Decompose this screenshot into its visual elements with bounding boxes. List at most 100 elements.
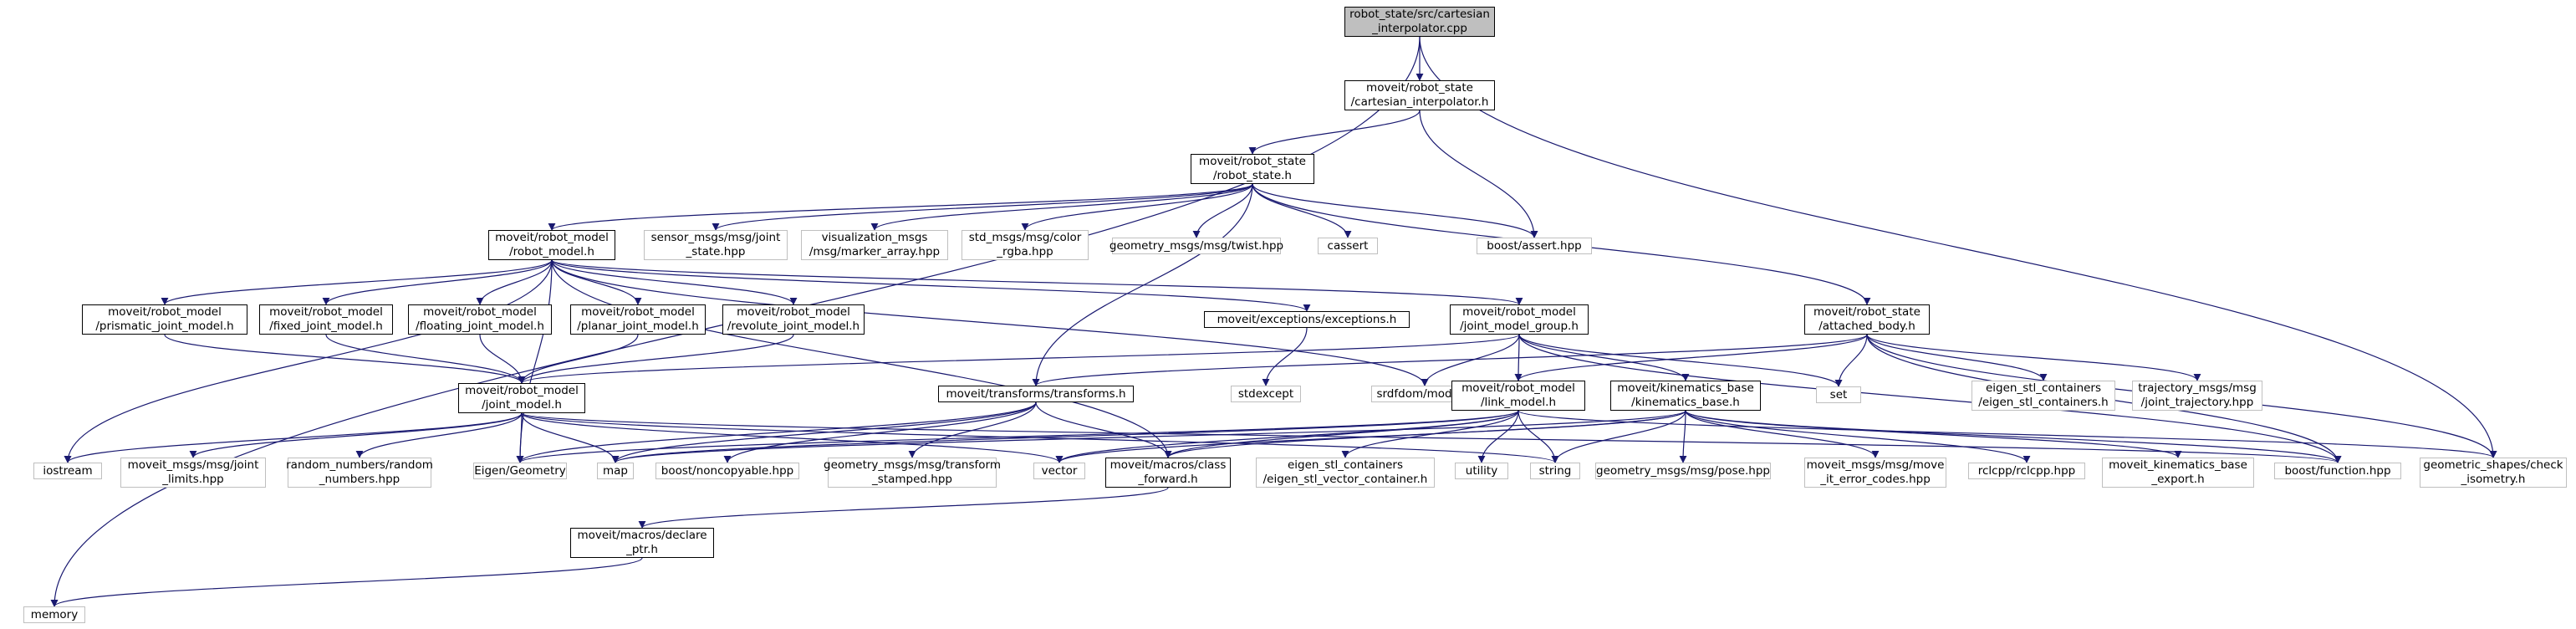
node-stdexcept[interactable]: stdexcept	[1231, 386, 1301, 402]
node-attached-body-h[interactable]: moveit/robot_state/attached_body.h	[1804, 304, 1930, 335]
edge-robot-model-h-to-class-forward-h	[551, 259, 1172, 458]
node-label-line: /joint_model.h	[482, 398, 562, 412]
node-label-line: eigen_stl_containers	[1287, 458, 1404, 472]
edge-robot-model-h-to-prismatic-joint-model	[161, 259, 553, 305]
node-geometry-msgs-twist[interactable]: geometry_msgs/msg/twist.hpp	[1109, 238, 1283, 254]
edge-cartesian-interpolator-h-to-boost-assert	[1419, 110, 1538, 238]
node-set[interactable]: set	[1816, 386, 1861, 403]
node-utility[interactable]: utility	[1455, 463, 1508, 479]
node-boost-assert[interactable]: boost/assert.hpp	[1477, 238, 1592, 254]
edge-robot-state-h-to-visualization-msgs-marker	[870, 183, 1253, 231]
node-floating-joint-model[interactable]: moveit/robot_model/floating_joint_model.…	[408, 304, 552, 335]
node-label-line: /floating_joint_model.h	[416, 320, 544, 333]
edge-robot-state-h-to-sensor-msgs-joint-state	[712, 183, 1253, 231]
node-moveit-msgs-move-it-error[interactable]: moveit_msgs/msg/move_it_error_codes.hpp	[1804, 458, 1946, 488]
node-label-line: /fixed_joint_model.h	[269, 320, 383, 333]
edge-fixed-joint-model-to-joint-model-h	[325, 334, 526, 384]
node-joint-model-h[interactable]: moveit/robot_model/joint_model.h	[458, 383, 585, 413]
node-moveit-msgs-joint-limits[interactable]: moveit_msgs/msg/joint_limits.hpp	[120, 458, 266, 488]
node-vector[interactable]: vector	[1033, 463, 1085, 479]
node-label-line: robot_state/src/cartesian	[1349, 8, 1490, 21]
edge-class-forward-h-to-declare-ptr-h	[638, 487, 1169, 529]
node-eigen-geometry[interactable]: Eigen/Geometry	[473, 463, 567, 479]
edge-kinematics-base-h-to-geometry-msgs-pose	[1679, 410, 1687, 463]
edge-attached-body-h-to-link-model-h	[1514, 334, 1868, 381]
node-class-forward-h[interactable]: moveit/macros/class_forward.h	[1105, 458, 1231, 488]
node-map[interactable]: map	[597, 463, 634, 479]
edge-link-model-h-to-class-forward-h	[1164, 410, 1519, 458]
edge-joint-model-group-h-to-kinematics-base-h	[1518, 334, 1690, 381]
edge-joint-model-h-to-iostream	[64, 412, 523, 463]
node-label-line: /msg/marker_array.hpp	[809, 245, 941, 258]
node-label-line: moveit/robot_model	[465, 384, 579, 397]
node-label-line: geometry_msgs/msg/transform	[824, 458, 1001, 472]
node-label-line: boost/assert.hpp	[1487, 238, 1582, 253]
edge-root-to-geometric-shapes-check-isometry	[1419, 36, 2497, 458]
node-prismatic-joint-model[interactable]: moveit/robot_model/prismatic_joint_model…	[82, 304, 247, 335]
node-fixed-joint-model[interactable]: moveit/robot_model/fixed_joint_model.h	[259, 304, 393, 335]
edge-transforms-h-to-boost-noncopyable	[723, 401, 1037, 463]
edge-link-model-h-to-utility	[1477, 410, 1519, 463]
edge-robot-model-h-to-floating-joint-model	[476, 259, 553, 305]
node-label-line: /kinematics_base.h	[1631, 396, 1740, 409]
node-geometry-msgs-transform-stamped[interactable]: geometry_msgs/msg/transform_stamped.hpp	[824, 458, 1001, 488]
edge-robot-state-h-to-robot-model-h	[548, 183, 1253, 231]
node-label-line: moveit/robot_model	[108, 305, 222, 319]
node-label-line: random_numbers/random	[286, 458, 433, 472]
node-joint-model-group-h[interactable]: moveit/robot_model/joint_model_group.h	[1450, 304, 1589, 335]
edge-joint-model-h-to-boost-function	[521, 412, 2341, 463]
node-memory[interactable]: memory	[23, 606, 85, 623]
node-label-line: /eigen_stl_vector_container.h	[1262, 473, 1428, 486]
node-geometric-shapes-check-isometry[interactable]: geometric_shapes/check_isometry.h	[2420, 458, 2567, 488]
node-eigen-stl-vector-container[interactable]: eigen_stl_containers/eigen_stl_vector_co…	[1256, 458, 1435, 488]
node-kinematics-base-export[interactable]: moveit_kinematics_base_export.h	[2102, 458, 2254, 488]
edge-kinematics-base-h-to-string	[1551, 410, 1686, 463]
node-robot-model-h[interactable]: moveit/robot_model/robot_model.h	[488, 230, 615, 260]
node-rclcpp[interactable]: rclcpp/rclcpp.hpp	[1968, 463, 2085, 479]
node-link-model-h[interactable]: moveit/robot_model/link_model.h	[1451, 381, 1585, 411]
edge-attached-body-h-to-transforms-h	[1032, 334, 1868, 386]
node-string[interactable]: string	[1530, 463, 1580, 479]
node-label-line: _isometry.h	[2461, 473, 2526, 486]
node-random-numbers[interactable]: random_numbers/random_numbers.hpp	[286, 458, 433, 488]
node-label-line: moveit/robot_state	[1199, 155, 1306, 168]
node-label-line: /joint_trajectory.hpp	[2140, 396, 2254, 409]
node-revolute-joint-model[interactable]: moveit/robot_model/revolute_joint_model.…	[722, 304, 865, 335]
node-geometry-msgs-pose[interactable]: geometry_msgs/msg/pose.hpp	[1595, 463, 1771, 479]
node-label-line: moveit/robot_model	[269, 305, 383, 319]
node-cartesian-interpolator-h[interactable]: moveit/robot_state/cartesian_interpolato…	[1344, 80, 1495, 110]
node-sensor-msgs-joint-state[interactable]: sensor_msgs/msg/joint_state.hpp	[644, 230, 788, 260]
node-kinematics-base-h[interactable]: moveit/kinematics_base/kinematics_base.h	[1610, 381, 1761, 411]
node-label-line: sensor_msgs/msg/joint	[650, 231, 781, 244]
node-visualization-msgs-marker[interactable]: visualization_msgs/msg/marker_array.hpp	[801, 230, 948, 260]
edge-kinematics-base-h-to-boost-function	[1685, 410, 2342, 463]
node-boost-noncopyable[interactable]: boost/noncopyable.hpp	[655, 463, 799, 479]
node-label-line: _ptr.h	[626, 543, 658, 556]
edge-transforms-h-to-class-forward-h	[1035, 401, 1172, 458]
node-eigen-stl-containers-h[interactable]: eigen_stl_containers/eigen_stl_container…	[1972, 381, 2115, 411]
node-iostream[interactable]: iostream	[33, 463, 102, 479]
node-declare-ptr-h[interactable]: moveit/macros/declare_ptr.h	[570, 528, 714, 558]
edge-kinematics-base-h-to-moveit-msgs-move-it-error	[1685, 410, 1880, 458]
node-label-line: srdfdom/model.h	[1376, 386, 1473, 401]
node-label-line: /robot_model.h	[509, 245, 594, 258]
node-label-line: /robot_state.h	[1213, 169, 1292, 182]
edge-robot-state-h-to-std-msgs-color	[1021, 183, 1253, 231]
node-std-msgs-color[interactable]: std_msgs/msg/color_rgba.hpp	[962, 230, 1089, 260]
node-label-line: moveit/robot_model	[495, 231, 609, 244]
node-label-line: moveit/robot_model	[423, 305, 537, 319]
node-label-line: /revolute_joint_model.h	[727, 320, 860, 333]
node-exceptions-h[interactable]: moveit/exceptions/exceptions.h	[1204, 311, 1410, 328]
node-planar-joint-model[interactable]: moveit/robot_model/planar_joint_model.h	[570, 304, 706, 335]
node-label-line: Eigen/Geometry	[474, 463, 566, 478]
edge-joint-model-group-h-to-srdfdom-model	[1421, 334, 1520, 386]
node-label-line: iostream	[43, 463, 93, 478]
node-boost-function[interactable]: boost/function.hpp	[2274, 463, 2401, 479]
node-trajectory-msgs-joint[interactable]: trajectory_msgs/msg/joint_trajectory.hpp	[2132, 381, 2262, 411]
node-cassert[interactable]: cassert	[1318, 238, 1378, 254]
node-transforms-h[interactable]: moveit/transforms/transforms.h	[938, 386, 1134, 402]
node-label-line: memory	[30, 607, 79, 621]
edge-joint-model-h-to-random-numbers	[355, 412, 523, 458]
node-robot-state-h[interactable]: moveit/robot_state/robot_state.h	[1191, 154, 1314, 184]
edge-joint-model-group-h-to-set	[1518, 334, 1843, 387]
